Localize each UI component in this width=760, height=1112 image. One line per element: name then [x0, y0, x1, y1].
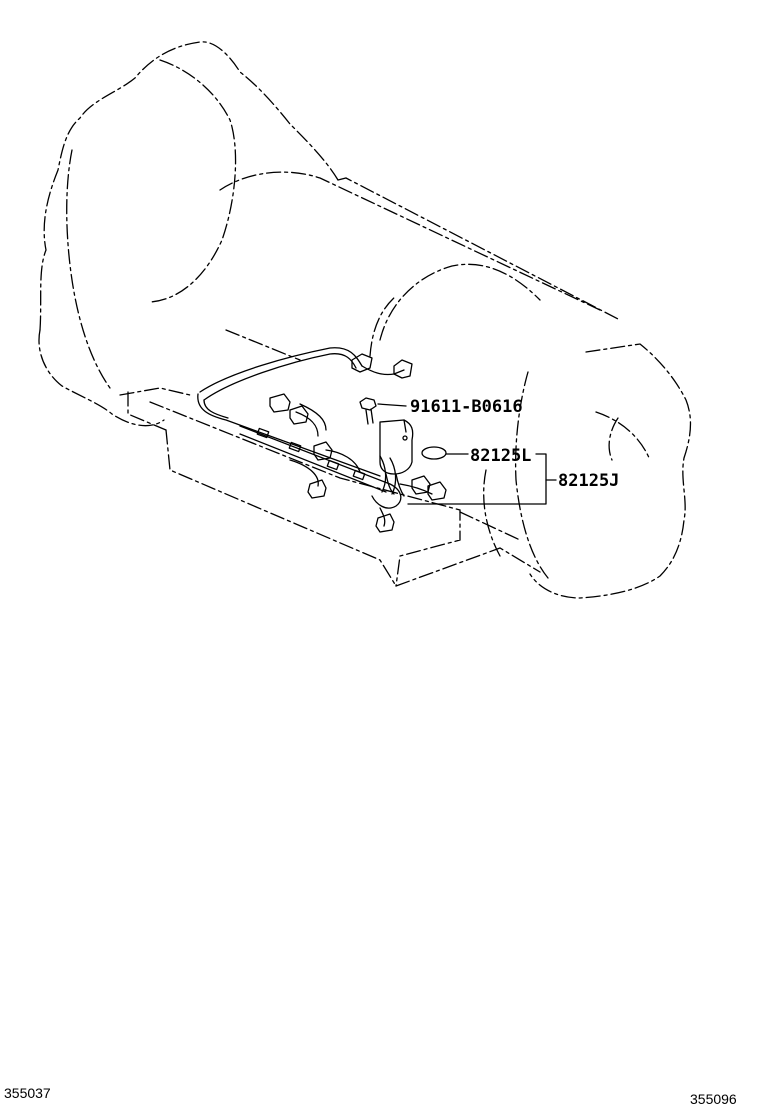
label-bolt-part-number: 91611-B0616	[410, 397, 523, 417]
footer-left-code: 355037	[4, 1085, 51, 1101]
label-assembly-part-number: 82125J	[558, 471, 619, 491]
sensor-part	[379, 419, 414, 497]
wire-harness	[197, 347, 433, 527]
transmission-outline	[38, 41, 692, 599]
assembly-bracket	[407, 453, 557, 505]
label-o-ring-part-number: 82125L	[470, 446, 531, 466]
o-ring-part	[421, 446, 469, 460]
footer-right-code: 355096	[690, 1091, 737, 1107]
bolt-part	[359, 397, 407, 425]
harness-connectors	[256, 353, 447, 533]
